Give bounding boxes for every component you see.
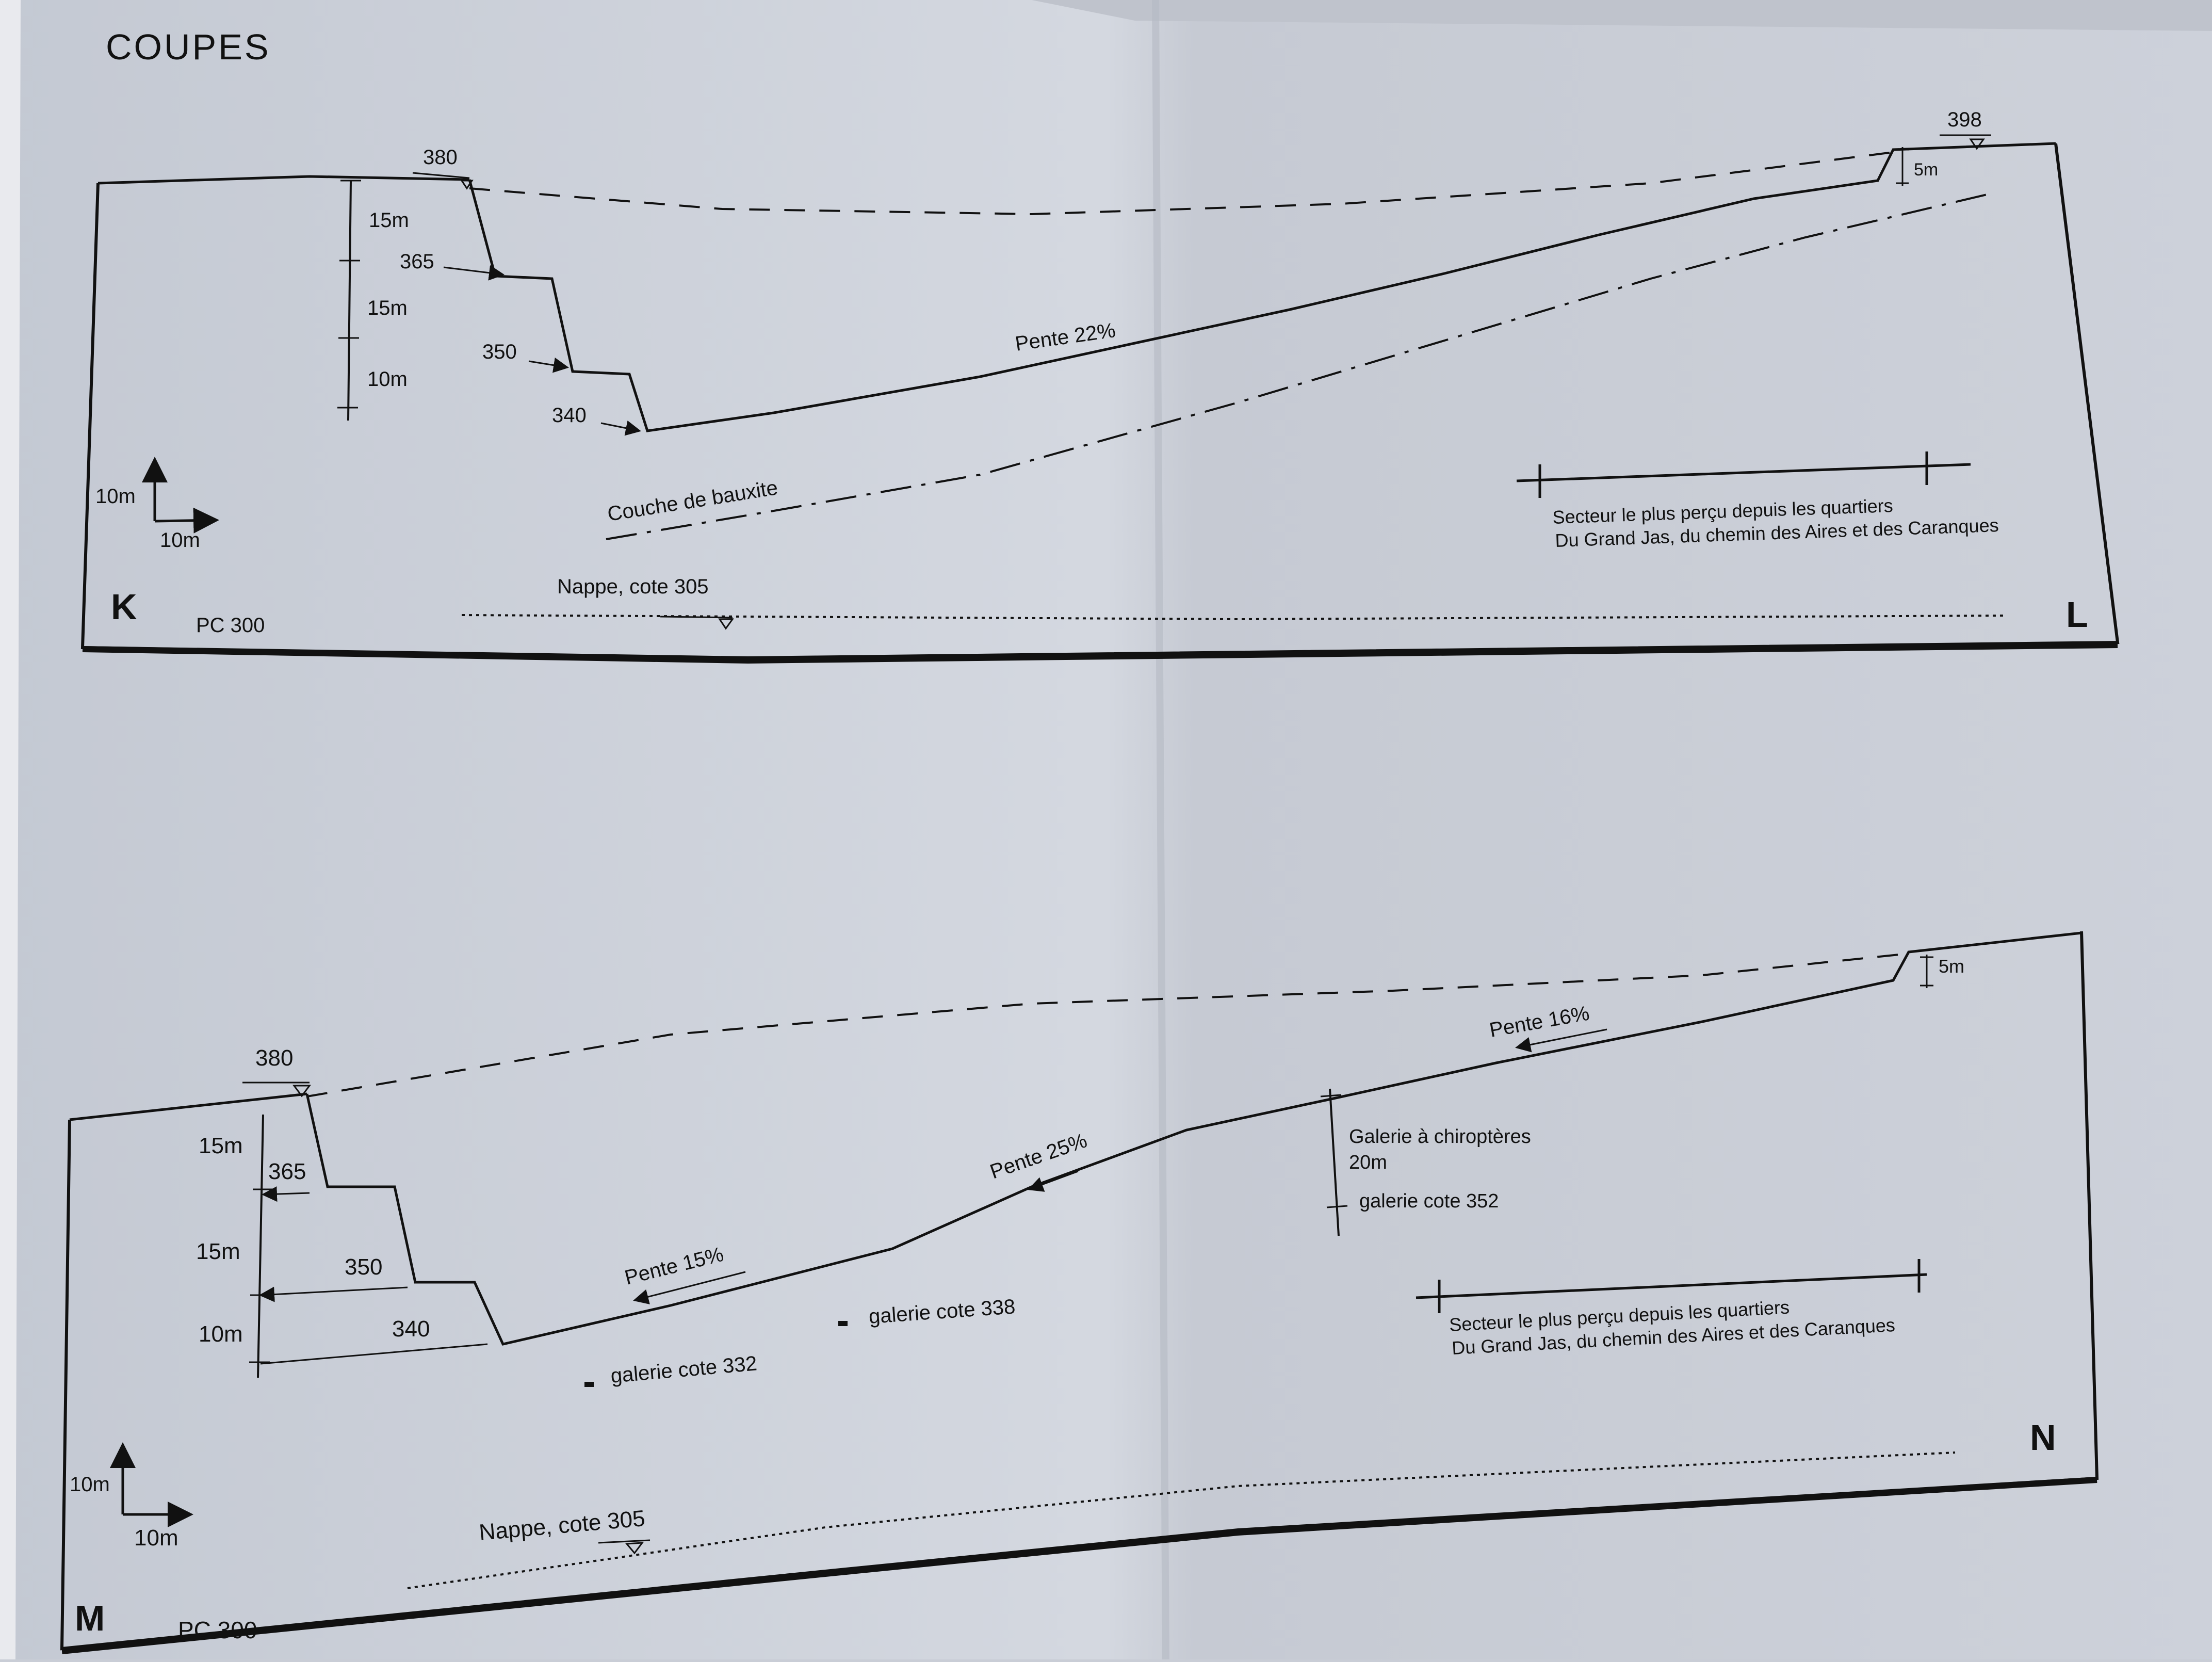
kl-cote-340: 340 xyxy=(552,404,587,427)
kl-pc-label: PC 300 xyxy=(196,614,265,637)
mn-height-15a: 15m xyxy=(199,1133,243,1158)
kl-cote-350: 350 xyxy=(482,341,517,363)
mn-nappe-line xyxy=(407,1451,1956,1589)
kl-letter-k: K xyxy=(111,587,137,627)
kl-nappe-label: Nappe, cote 305 xyxy=(557,575,709,598)
mn-terrain-left xyxy=(69,1092,307,1121)
kl-cote-365: 365 xyxy=(400,250,434,273)
section-kl xyxy=(80,134,2120,664)
mn-bottom-line xyxy=(61,1477,2097,1654)
kl-terrain-left xyxy=(97,175,470,185)
mn-cote-340: 340 xyxy=(392,1316,430,1342)
page-title: COUPES xyxy=(106,27,271,67)
mn-secteur-bar xyxy=(1416,1273,1927,1299)
mn-galerie-chiro-height: 20m xyxy=(1349,1152,1387,1173)
table-corner xyxy=(1032,0,2212,31)
mn-cliff-steps xyxy=(305,931,2082,1346)
mn-galerie-chiro-axis xyxy=(1329,1088,1340,1236)
kl-dashed-profile xyxy=(469,151,1894,216)
mn-letter-m: M xyxy=(75,1598,105,1638)
book-fold xyxy=(1152,0,1169,1660)
section-mn xyxy=(60,931,2099,1654)
mn-galerie-338-mark xyxy=(838,1321,848,1326)
mn-height-10: 10m xyxy=(199,1321,243,1347)
kl-scale-v: 10m xyxy=(95,485,136,508)
mn-cote-380: 380 xyxy=(255,1045,293,1071)
kl-bauxite-layer xyxy=(606,192,1992,540)
kl-height-15a: 15m xyxy=(369,209,409,232)
mn-scale-v: 10m xyxy=(70,1473,110,1496)
mn-height-15b: 15m xyxy=(196,1239,240,1264)
kl-bottom-line xyxy=(82,642,2118,664)
kl-cote-380: 380 xyxy=(423,146,458,169)
kl-height-10: 10m xyxy=(367,368,408,391)
mn-letter-n: N xyxy=(2030,1417,2056,1458)
mn-pc-label: PC 300 xyxy=(178,1617,257,1643)
mn-galerie-332-mark xyxy=(584,1382,594,1387)
kl-letter-l: L xyxy=(2066,594,2088,635)
mn-cote-365: 365 xyxy=(268,1159,306,1184)
kl-height-5: 5m xyxy=(1914,160,1938,180)
mn-galerie-chiro-label: Galerie à chiroptères xyxy=(1349,1126,1531,1148)
kl-scale-h: 10m xyxy=(160,529,200,552)
page-left-edge xyxy=(0,0,21,1659)
mn-cote-350: 350 xyxy=(345,1254,382,1280)
mn-height-axis xyxy=(257,1114,264,1378)
kl-height-axis xyxy=(347,180,352,421)
mn-height-5: 5m xyxy=(1939,956,1964,977)
mn-galerie-352-label: galerie cote 352 xyxy=(1359,1190,1499,1212)
kl-height-15b: 15m xyxy=(367,297,408,319)
kl-secteur-bar xyxy=(1516,463,1971,482)
kl-cliff-steps xyxy=(468,142,2056,432)
mn-scale-h: 10m xyxy=(134,1525,178,1551)
kl-cote-398: 398 xyxy=(1947,108,1982,131)
